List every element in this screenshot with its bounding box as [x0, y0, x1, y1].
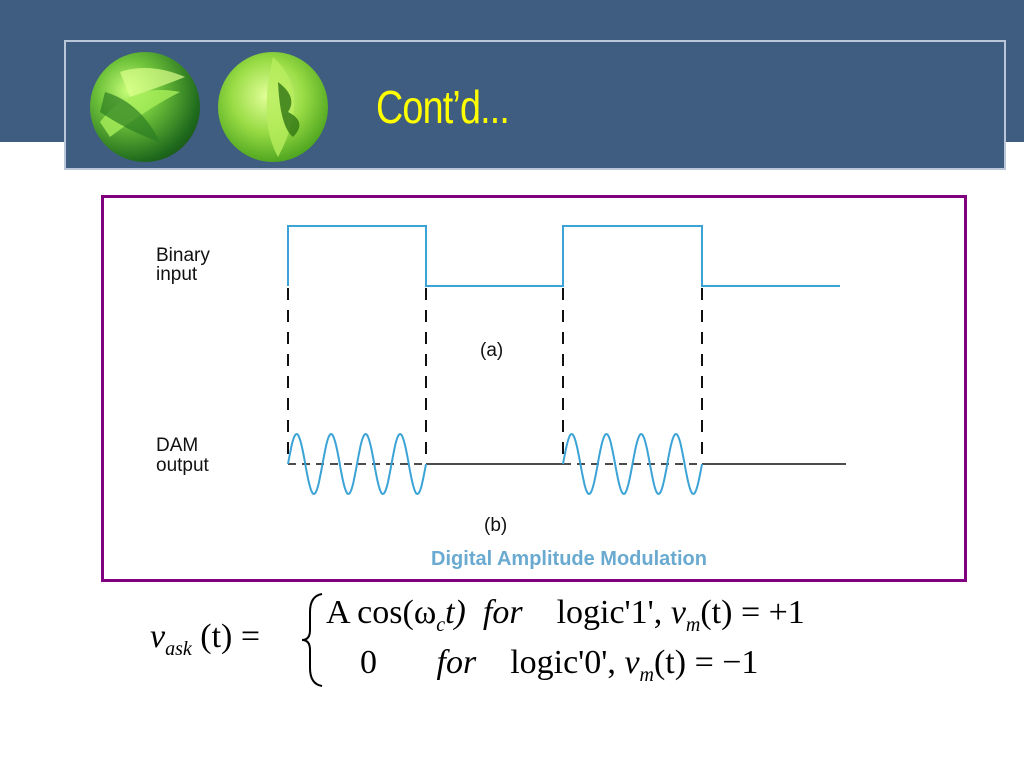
row1-expression: A cos(ω — [326, 594, 437, 631]
formula-lhs: vask (t) = — [150, 618, 260, 661]
formula-row-logic0: 0 for logic'0', vm(t) = −1 — [360, 644, 758, 687]
figure-frame: Binary input (a) DAM output (b) Digital … — [101, 195, 967, 582]
row2-v: v — [624, 644, 640, 681]
bit-boundary-guides — [287, 288, 703, 460]
row1-expression-sub: c — [436, 613, 446, 636]
dam-output-label-line2: output — [156, 455, 209, 476]
leaf-photo-left — [90, 52, 200, 162]
formula-row-logic1: A cos(ωct) for logic'1', vm(t) = +1 — [326, 594, 805, 637]
row1-for: for — [482, 594, 523, 631]
ask-formula: vask (t) = A cos(ωct) for logic'1', vm(t… — [140, 590, 940, 700]
row2-expression: 0 — [360, 644, 377, 681]
dam-output-burst-1 — [287, 433, 427, 495]
binary-input-waveform — [287, 225, 840, 287]
binary-input-label-line2: input — [156, 264, 198, 285]
left-brace — [301, 593, 323, 687]
row1-equation: (t) = +1 — [700, 594, 805, 631]
leaf-photo-right — [218, 52, 328, 162]
header-panel — [64, 40, 1006, 170]
dam-output-label-line1: DAM — [156, 435, 199, 456]
row1-v: v — [670, 594, 686, 631]
row1-expression-t: t) — [445, 594, 466, 631]
dam-waveform-diagram — [287, 225, 846, 495]
formula-lhs-sub: ask — [165, 637, 192, 660]
row2-condition: logic'0', — [510, 644, 616, 681]
binary-input-label-line1: Binary — [156, 245, 210, 266]
row2-v-sub: m — [639, 663, 654, 686]
figure-caption: Digital Amplitude Modulation — [431, 548, 707, 570]
row2-equation: (t) = −1 — [653, 644, 759, 681]
row1-condition: logic'1', — [556, 594, 663, 631]
row1-v-sub: m — [685, 613, 701, 636]
dam-output-burst-2 — [562, 433, 703, 495]
formula-lhs-rest: (t) = — [200, 618, 261, 655]
row2-for: for — [436, 644, 477, 681]
formula-lhs-var: v — [150, 618, 166, 655]
slide-title: Cont’d... — [376, 81, 510, 133]
label-a: (a) — [480, 340, 504, 361]
label-b: (b) — [484, 515, 508, 536]
